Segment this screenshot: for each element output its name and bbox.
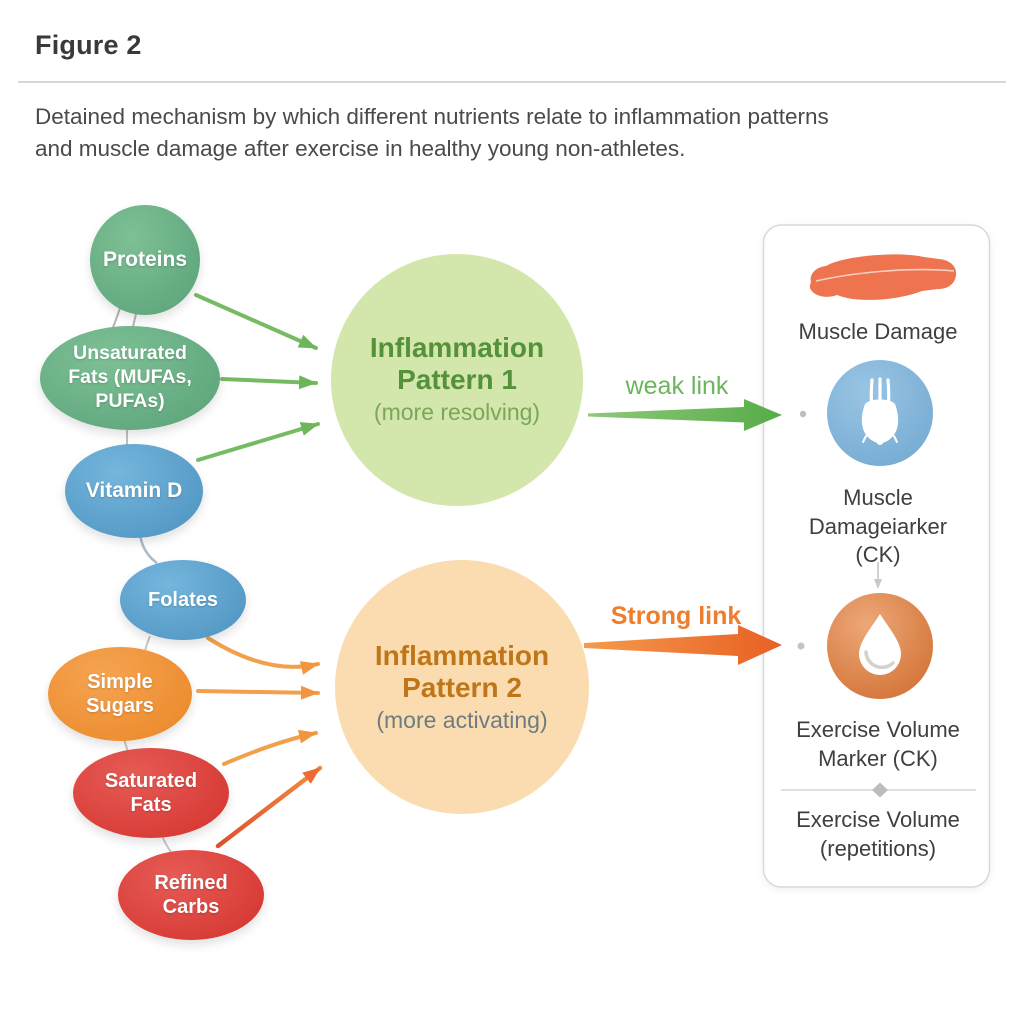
pattern-2-subtitle: (more activating) — [376, 707, 548, 734]
nutrient-unsaturated-fats: Unsaturated Fats (MUFAs, PUFAs) — [40, 326, 220, 430]
nutrient-vitamin-d: Vitamin D — [65, 444, 203, 538]
exercise-volume-label: Exercise Volume (repetitions) — [796, 807, 960, 861]
nutrient-refined-carbs-label: Refined Carbs — [154, 871, 228, 918]
figure-caption-line2: and muscle damage after exercise in heal… — [35, 135, 686, 161]
inflammation-pattern-2-circle — [335, 560, 589, 814]
muscle-fiber-icon — [827, 360, 933, 466]
nutrient-proteins: Proteins — [90, 205, 200, 315]
strong-link-arrow — [584, 625, 782, 665]
pattern-2-title: Inflammation Pattern 2 — [374, 640, 550, 704]
nutrient-saturated-fats: Saturated Fats — [73, 748, 229, 838]
pattern-1-title: Inflammation Pattern 1 — [369, 332, 545, 396]
arrow-refined-carbs-pattern2 — [215, 765, 323, 849]
droplet-icon — [827, 593, 933, 699]
muscle-damage-label: Muscle Damage — [798, 319, 958, 344]
weak-link-arrow — [588, 399, 782, 431]
nutrient-arrows — [194, 293, 323, 849]
nutrient-unsaturated-fats-label: Unsaturated Fats (MUFAs, PUFAs) — [68, 342, 192, 412]
outcome-panel-card — [762, 224, 991, 888]
nutrient-vitamin-d-label: Vitamin D — [85, 479, 183, 503]
divider-diamond-icon — [872, 782, 888, 798]
arrow-vitamin-d-pattern1 — [196, 422, 320, 462]
inflammation-pattern-1-circle — [331, 254, 583, 506]
nutrient-proteins-label: Proteins — [102, 248, 188, 272]
arrow-proteins-pattern1 — [194, 293, 318, 350]
arrow-unsaturated-fats-pattern1 — [220, 375, 318, 390]
exercise-volume-marker-label: Exercise Volume Marker (CK) — [796, 717, 960, 771]
muscle-icon — [809, 254, 957, 300]
nutrient-folates-label: Folates — [147, 588, 219, 611]
panel-divider — [781, 782, 976, 798]
inflammation-pattern-2-text: Inflammation Pattern 2 (more activating) — [352, 640, 572, 734]
arrow-simple-sugars-pattern2 — [196, 685, 320, 700]
figure-caption-line1: Detained mechanism by which different nu… — [35, 104, 829, 129]
muscle-damage-marker-label: Muscle Damageiarker (CK) — [808, 485, 948, 568]
arrow-saturated-fats-pattern2 — [222, 729, 318, 766]
pattern-1-subtitle: (more resolving) — [373, 399, 541, 426]
panel-dot-bottom — [797, 642, 805, 650]
weak-link-label: weak link — [625, 372, 729, 400]
nutrient-simple-sugars-label: Simple Sugars — [86, 670, 154, 717]
panel-dot-top — [799, 410, 807, 418]
inflammation-pattern-1-text: Inflammation Pattern 1 (more resolving) — [347, 332, 567, 426]
nutrient-folates: Folates — [120, 560, 246, 640]
figure-title: Figure 2 — [35, 30, 142, 60]
nutrient-saturated-fats-label: Saturated Fats — [104, 769, 198, 816]
nutrient-simple-sugars: Simple Sugars — [48, 647, 192, 741]
panel-down-arrow-icon — [874, 562, 882, 589]
figure-caption: Detained mechanism by which different nu… — [35, 101, 975, 165]
nutrient-refined-carbs: Refined Carbs — [118, 850, 264, 940]
strong-link-label: Strong link — [610, 602, 742, 630]
title-divider — [18, 81, 1006, 83]
arrow-folates-pattern2 — [206, 636, 320, 675]
